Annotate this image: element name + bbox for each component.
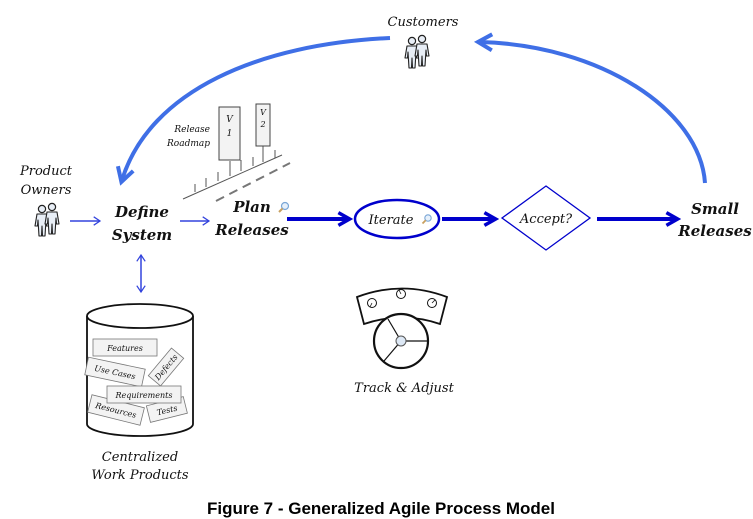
release-roadmap-label-line2: Roadmap <box>166 139 210 149</box>
steering-wheel-icon <box>372 312 430 370</box>
plan-magnifier-icon[interactable] <box>278 201 290 213</box>
track-adjust-label: Track & Adjust <box>354 381 454 396</box>
customers-people-icon <box>404 34 430 69</box>
version-1-number: 1 <box>227 129 233 139</box>
iterate-node[interactable] <box>353 198 441 240</box>
iterate-magnifier-icon[interactable] <box>421 214 432 225</box>
accept-decision-node[interactable] <box>500 185 592 251</box>
small-releases-line2: Releases <box>677 222 752 240</box>
product-owners-people-icon <box>34 202 60 237</box>
plan-releases-line2: Releases <box>214 221 289 239</box>
card-features: Features <box>92 338 158 357</box>
product-owners-label-line2: Owners <box>21 183 72 198</box>
repository-label-line2: Work Products <box>91 468 189 483</box>
customers-label: Customers <box>388 15 459 30</box>
card-requirements: Requirements <box>106 385 182 404</box>
repository-label-line1: Centralized <box>102 450 178 465</box>
figure-caption: Figure 7 - Generalized Agile Process Mod… <box>207 499 555 518</box>
version-2-number: 2 <box>259 120 265 129</box>
small-releases-line1: Small <box>691 200 739 218</box>
version-2-letter: V <box>260 108 267 117</box>
release-arrow-to-customers <box>473 32 707 184</box>
plan-releases-line1: Plan <box>232 198 271 216</box>
release-roadmap <box>182 103 291 202</box>
define-system-line1: Define <box>114 203 169 221</box>
define-system-line2: System <box>112 226 172 244</box>
iterate-label: Iterate <box>368 213 414 228</box>
accept-label: Accept? <box>519 212 573 227</box>
svg-text:Requirements: Requirements <box>115 391 173 400</box>
svg-text:Features: Features <box>106 344 143 353</box>
card-use-cases: Use Cases <box>84 356 146 388</box>
release-roadmap-label-line1: Release <box>173 125 210 135</box>
version-1-letter: V <box>226 115 234 125</box>
product-owners-label-line1: Product <box>19 164 73 179</box>
dashboard-gauges-icon <box>355 287 449 326</box>
feedback-arrow-to-define <box>115 36 391 186</box>
